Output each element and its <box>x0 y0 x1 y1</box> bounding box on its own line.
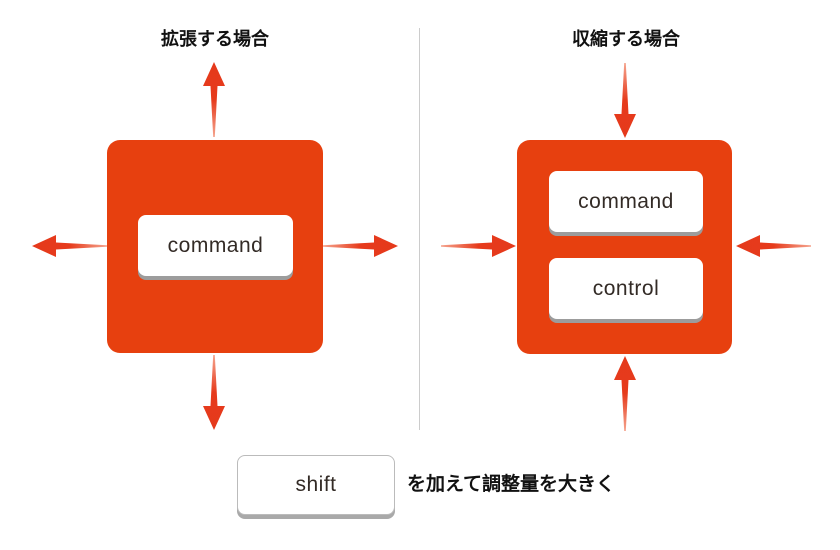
shift-caption: を加えて調整量を大きく <box>407 474 616 495</box>
command-key: command <box>138 215 293 276</box>
key-label: command <box>167 234 264 257</box>
control-key: control <box>549 258 703 319</box>
arrow-right-icon <box>441 235 516 257</box>
key-label: shift <box>295 473 337 496</box>
arrow-up-icon <box>614 356 636 431</box>
contract-title: 収縮する場合 <box>572 29 680 49</box>
expand-panel: 拡張する場合 command <box>0 0 420 440</box>
arrow-up-icon <box>203 62 225 137</box>
arrow-left-icon <box>736 235 811 257</box>
arrow-down-icon <box>203 355 225 430</box>
key-label: command <box>578 190 674 213</box>
contract-target-box: command control <box>517 140 732 354</box>
shift-key: shift <box>237 455 395 515</box>
command-key: command <box>549 171 703 232</box>
contract-panel: 収縮する場合 command <box>420 0 840 440</box>
expand-title: 拡張する場合 <box>161 29 269 49</box>
arrow-right-icon <box>323 235 398 257</box>
arrow-left-icon <box>32 235 107 257</box>
key-label: control <box>592 277 660 300</box>
panel-divider <box>419 28 420 430</box>
shift-note: shift を加えて調整量を大きく <box>0 440 840 550</box>
arrow-down-icon <box>614 63 636 138</box>
expand-target-box: command <box>107 140 323 353</box>
